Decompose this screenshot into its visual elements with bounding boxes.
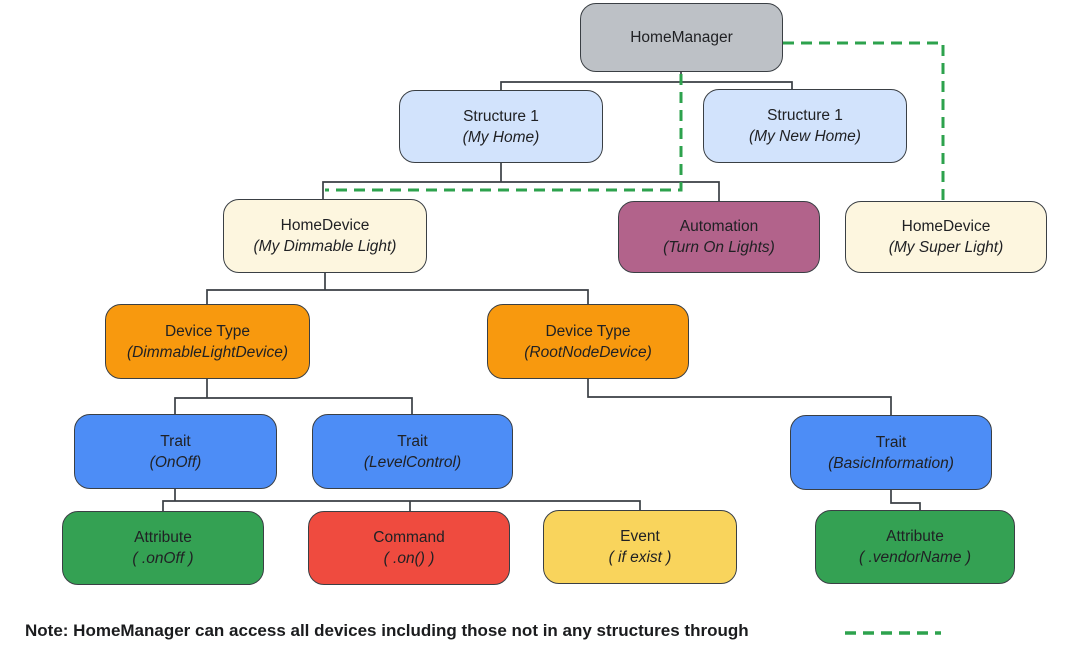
node-subtitle: (My New Home) — [749, 128, 861, 145]
edge-devicetype2-trait — [587, 379, 892, 415]
node-title: Device Type — [545, 322, 631, 340]
node-subtitle: (Turn On Lights) — [663, 239, 775, 256]
node-title: Structure 1 — [463, 107, 539, 125]
node-title: Event — [620, 528, 660, 545]
node-title: Trait — [160, 432, 191, 450]
node-title: Structure 1 — [767, 107, 843, 124]
node-structure-my-home: Structure 1 (My Home) — [399, 90, 603, 163]
node-title: Command — [373, 529, 445, 546]
node-title: Trait — [875, 433, 907, 451]
node-device-type-rootnode: Device Type (RootNodeDevice) — [487, 304, 689, 379]
node-subtitle: (LevelControl) — [363, 453, 462, 471]
dashed-line-legend — [845, 631, 941, 635]
edge-trait-children — [162, 489, 641, 511]
edge-structure-children — [322, 163, 720, 201]
node-automation: Automation (Turn On Lights) — [618, 201, 826, 279]
node-device-type-dimmable: Device Type (DimmableLightDevice) — [105, 304, 310, 379]
edge-homemanager-structures — [500, 72, 793, 90]
node-subtitle: ( .on() ) — [383, 550, 435, 567]
edge-basicinfo-attribute — [890, 490, 921, 510]
node-subtitle: (My Super Light) — [888, 239, 1004, 256]
node-title: Attribute — [134, 529, 192, 546]
node-trait-onoff: Trait (OnOff) — [74, 414, 277, 489]
node-title: Trait — [397, 432, 428, 450]
node-subtitle: (BasicInformation) — [828, 454, 954, 472]
node-subtitle: ( .vendorName ) — [859, 549, 971, 566]
node-event-ifexist: Event ( if exist ) — [543, 510, 743, 590]
node-subtitle: ( .onOff ) — [132, 550, 194, 567]
node-trait-basicinformation: Trait (BasicInformation) — [790, 415, 992, 490]
node-structure-my-new-home: Structure 1 (My New Home) — [703, 89, 907, 163]
node-home-manager: HomeManager — [580, 3, 783, 72]
node-title: Automation — [679, 218, 759, 235]
node-title: Device Type — [164, 322, 250, 340]
node-subtitle: (RootNodeDevice) — [524, 343, 652, 361]
node-trait-levelcontrol: Trait (LevelControl) — [312, 414, 519, 495]
node-title: HomeDevice — [280, 217, 370, 234]
node-subtitle: (OnOff) — [149, 453, 202, 471]
node-title: HomeManager — [630, 29, 733, 46]
node-attribute-vendorname: Attribute ( .vendorName ) — [815, 510, 1021, 590]
edge-devicetype1-traits — [174, 379, 413, 414]
node-title: Attribute — [886, 528, 944, 545]
node-home-device-super: HomeDevice (My Super Light) — [845, 201, 1053, 279]
node-subtitle: ( if exist ) — [608, 549, 672, 566]
node-subtitle: (My Dimmable Light) — [253, 238, 397, 255]
footnote-text: Note: HomeManager can access all devices… — [25, 621, 749, 640]
node-home-device-dimmable: HomeDevice (My Dimmable Light) — [223, 199, 433, 279]
node-subtitle: (My Home) — [462, 128, 540, 146]
edge-homedevice-devicetypes — [206, 273, 589, 304]
node-command-on: Command ( .on() ) — [308, 511, 516, 591]
node-title: HomeDevice — [901, 218, 991, 235]
node-subtitle: (DimmableLightDevice) — [126, 343, 289, 361]
node-attribute-onoff: Attribute ( .onOff ) — [62, 511, 270, 591]
